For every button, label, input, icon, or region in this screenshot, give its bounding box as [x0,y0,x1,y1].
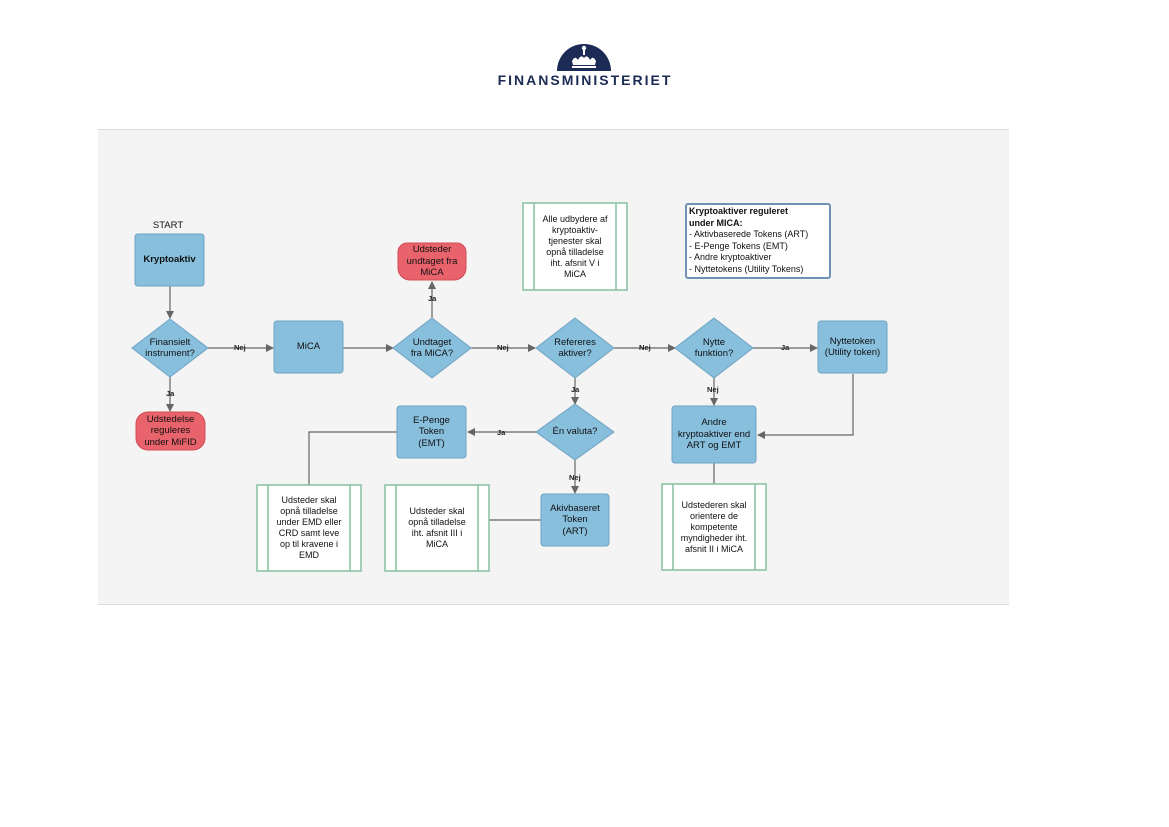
kryptoaktiv-box [134,233,205,287]
other-notify-note-text: Udstederen skal orientere de kompetente … [680,499,748,554]
decision-diamonds [131,317,754,461]
emd-note-text: Udsteder skal opnå tilladelse under EMD … [276,495,342,560]
undtaget-terminal [397,242,467,281]
art-auth-note [384,484,490,572]
andre-box [671,405,757,464]
edge-emt-to-note [308,431,397,485]
edge-label-yes: Ja [571,385,580,394]
emt-label: E-Penge Token (EMT) [413,414,450,449]
legend-item: - Aktivbaserede Tokens (ART) [689,229,809,239]
logo-wordmark: FINANSMINISTERIET [497,72,673,88]
undtaget-label: Udsteder undtaget fra MiCA [406,244,458,279]
mifid-terminal [135,411,206,451]
edge-label-no: Nej [639,343,651,352]
refereres-label: Refereres aktiver? [554,336,596,360]
nyttetoken-label: Nyttetoken (Utility token) [824,335,881,359]
refereres-diamond [535,317,615,379]
edge-nyttetoken-to-andre [757,374,854,439]
edge-label-yes: Ja [166,389,175,398]
valuta-diamond [535,403,615,461]
art-auth-note-text: Udsteder skal opnå tilladelse iht. afsni… [408,506,466,549]
edge-label-no: Nej [569,473,581,482]
legend-title: Kryptoaktiver reguleret under MICA: [689,206,789,228]
legend-item: - E-Penge Tokens (EMT) [689,240,788,251]
terminal-shapes [135,242,467,451]
andre-label: Andre kryptoaktiver end ART og EMT [677,417,751,452]
note-boxes [256,202,767,572]
finansministeriet-logo: FINANSMINISTERIET [480,38,690,93]
undtaget-diamond [392,317,472,379]
edge-label-no: Nej [497,343,509,352]
kryptoaktiv-label: Kryptoaktiv [143,254,196,266]
other-notify-note [661,483,767,571]
nyttetoken-box [817,320,888,374]
nytte-diamond [674,317,754,379]
edge-label-yes: Ja [497,428,506,437]
mica-box [273,320,344,374]
finansielt-diamond [131,318,209,378]
art-box [540,493,610,547]
casp-note [522,202,628,291]
edge-label-no: Nej [234,343,246,352]
edge-label-yes: Ja [781,343,790,352]
casp-note-text: Alle udbydere af kryptoaktiv- tjenester … [542,213,608,279]
legend-box: Kryptoaktiver reguleret under MICA: - Ak… [685,203,831,279]
mica-label: MiCA [296,341,321,353]
undtaget-q-label: Undtaget fra MiCA? [410,336,454,360]
legend-item: - Nyttetokens (Utility Tokens) [689,263,804,274]
edge-label-yes: Ja [428,294,437,303]
mifid-label: Udstedelse reguleres under MiFID [144,413,197,448]
emt-box [396,405,467,459]
connectors [166,281,854,521]
valuta-label: Én valuta? [552,426,598,438]
start-label: START [152,220,184,232]
emd-note [256,484,362,572]
crown-icon [557,44,611,71]
finansielt-label: Finansielt instrument? [145,336,195,360]
process-boxes [134,233,888,547]
nytte-label: Nytte funktion? [694,336,734,360]
edge-label-no: Nej [707,385,719,394]
legend-item: - Andre kryptoaktiver [689,252,772,262]
art-label: Akivbaseret Token (ART) [550,502,600,537]
